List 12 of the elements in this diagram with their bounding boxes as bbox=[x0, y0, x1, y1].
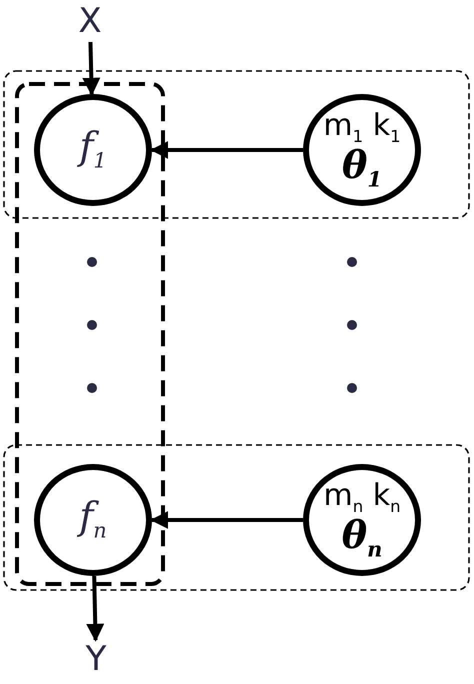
function-name: f$_{1}$ bbox=[79, 127, 107, 173]
variable-name: Y bbox=[86, 642, 106, 678]
parameter-names: m$_{1}$ k$_{1}$ bbox=[323, 110, 401, 145]
parameter-names: m$_{n}$ k$_{n}$ bbox=[323, 480, 401, 515]
parameter-symbol: θ$_{n}$ bbox=[342, 514, 382, 560]
parameter-symbol: θ$_{1}$ bbox=[342, 144, 382, 190]
arrow bbox=[150, 511, 303, 529]
function-name: f$_{n}$ bbox=[79, 497, 107, 543]
arrow bbox=[150, 141, 303, 159]
arrow bbox=[86, 576, 104, 642]
variable-name: X bbox=[78, 4, 102, 40]
arrow bbox=[82, 42, 100, 96]
